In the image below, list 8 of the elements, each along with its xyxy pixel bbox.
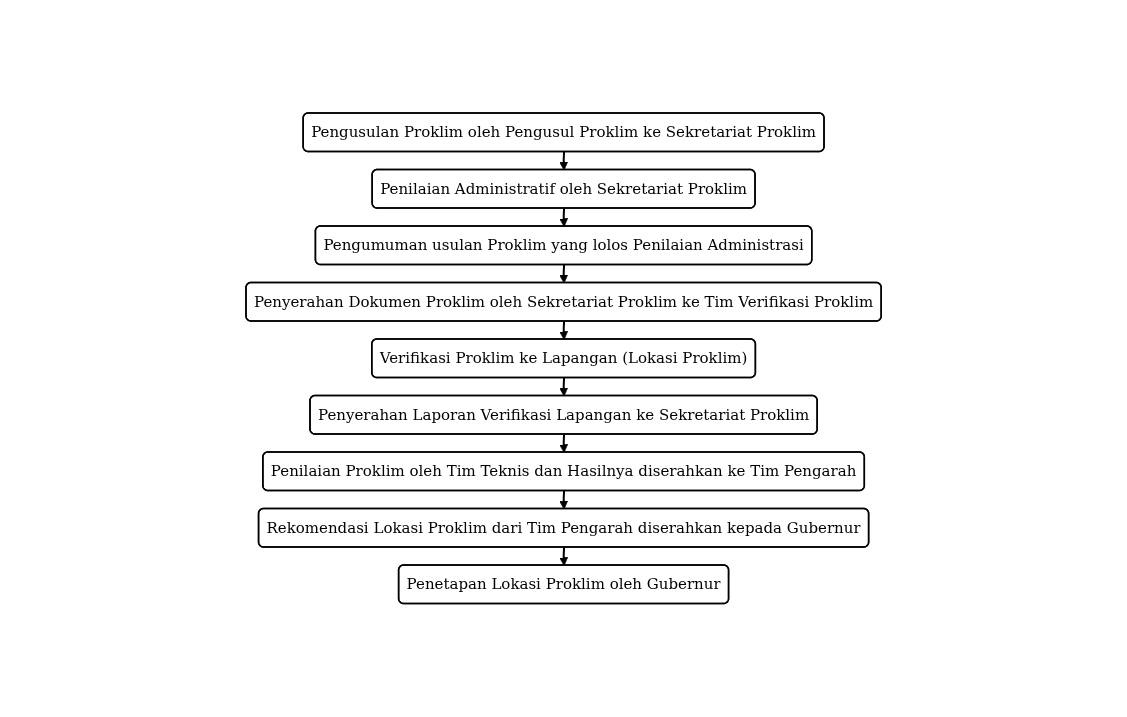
arrow — [559, 433, 568, 454]
arrow — [559, 377, 568, 397]
arrow — [559, 490, 568, 510]
arrow — [559, 264, 568, 284]
arrow — [559, 320, 568, 341]
arrow — [559, 207, 568, 228]
arrow — [559, 546, 568, 567]
arrow — [559, 151, 568, 171]
